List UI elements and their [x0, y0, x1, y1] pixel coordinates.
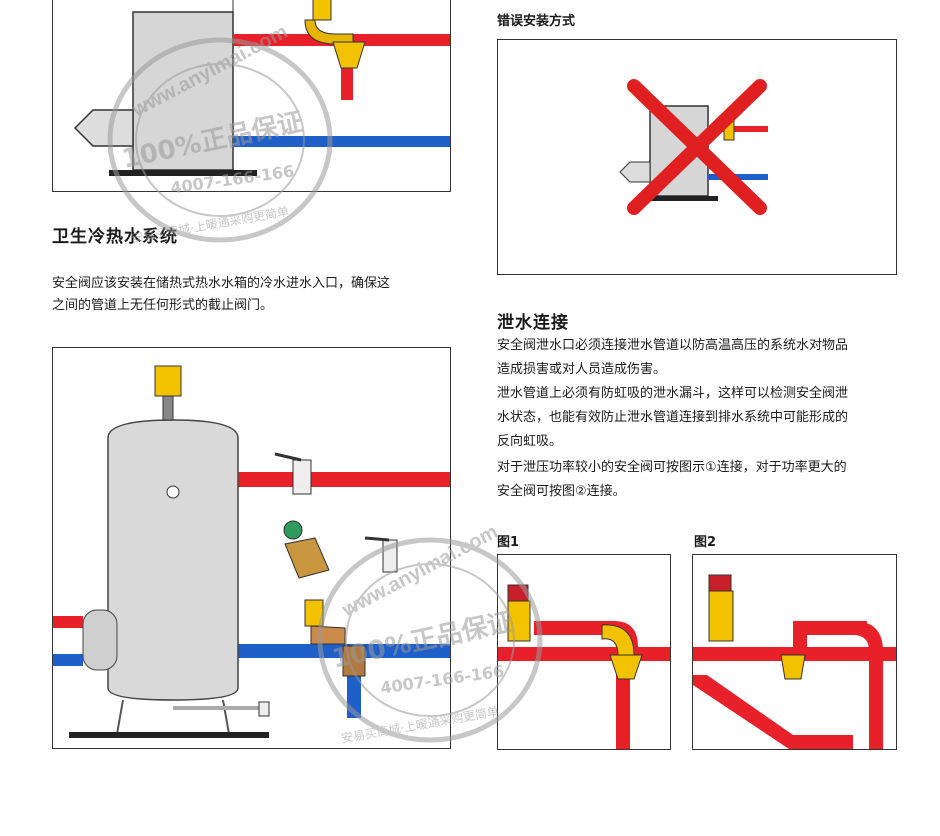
drain-paragraph-line-1: 安全阀泄水口必须连接泄水管道以防高温高压的系统水对物品	[497, 338, 849, 353]
drain-paragraph-line-2: 造成损害或对人员造成伤害。	[497, 362, 667, 377]
drain-paragraph-line-3: 泄水管道上必须有防虹吸的泄水漏斗，这样可以检测安全阀泄	[497, 386, 849, 401]
drain-connection-title: 泄水连接	[497, 313, 569, 333]
figure-1-label: 图1	[497, 535, 520, 550]
figure-1-diagram	[497, 554, 671, 750]
figure-2-label: 图2	[694, 535, 717, 550]
drain-paragraph-line-4: 水状态，也能有效防止泄水管道连接到排水系统中可能形成的	[497, 410, 849, 425]
storage-tank-diagram	[52, 347, 451, 749]
intro-line-1: 安全阀应该安装在储热式热水水箱的冷水进水入口，确保这	[52, 276, 391, 291]
intro-line-2: 之间的管道上无任何形式的截止阀门。	[52, 298, 274, 313]
section-title-sanitary-water: 卫生冷热水系统	[52, 227, 178, 247]
figure-2-diagram	[692, 554, 897, 750]
drain-paragraph-line-7: 安全阀可按图②连接。	[497, 484, 626, 499]
drain-paragraph-line-6: 对于泄压功率较小的安全阀可按图示①连接，对于功率更大的	[497, 460, 847, 475]
boiler-diagram-top	[52, 0, 451, 192]
wrong-install-title: 错误安装方式	[497, 14, 576, 29]
wrong-install-diagram	[497, 39, 897, 275]
drain-paragraph-line-5: 反向虹吸。	[497, 434, 563, 449]
